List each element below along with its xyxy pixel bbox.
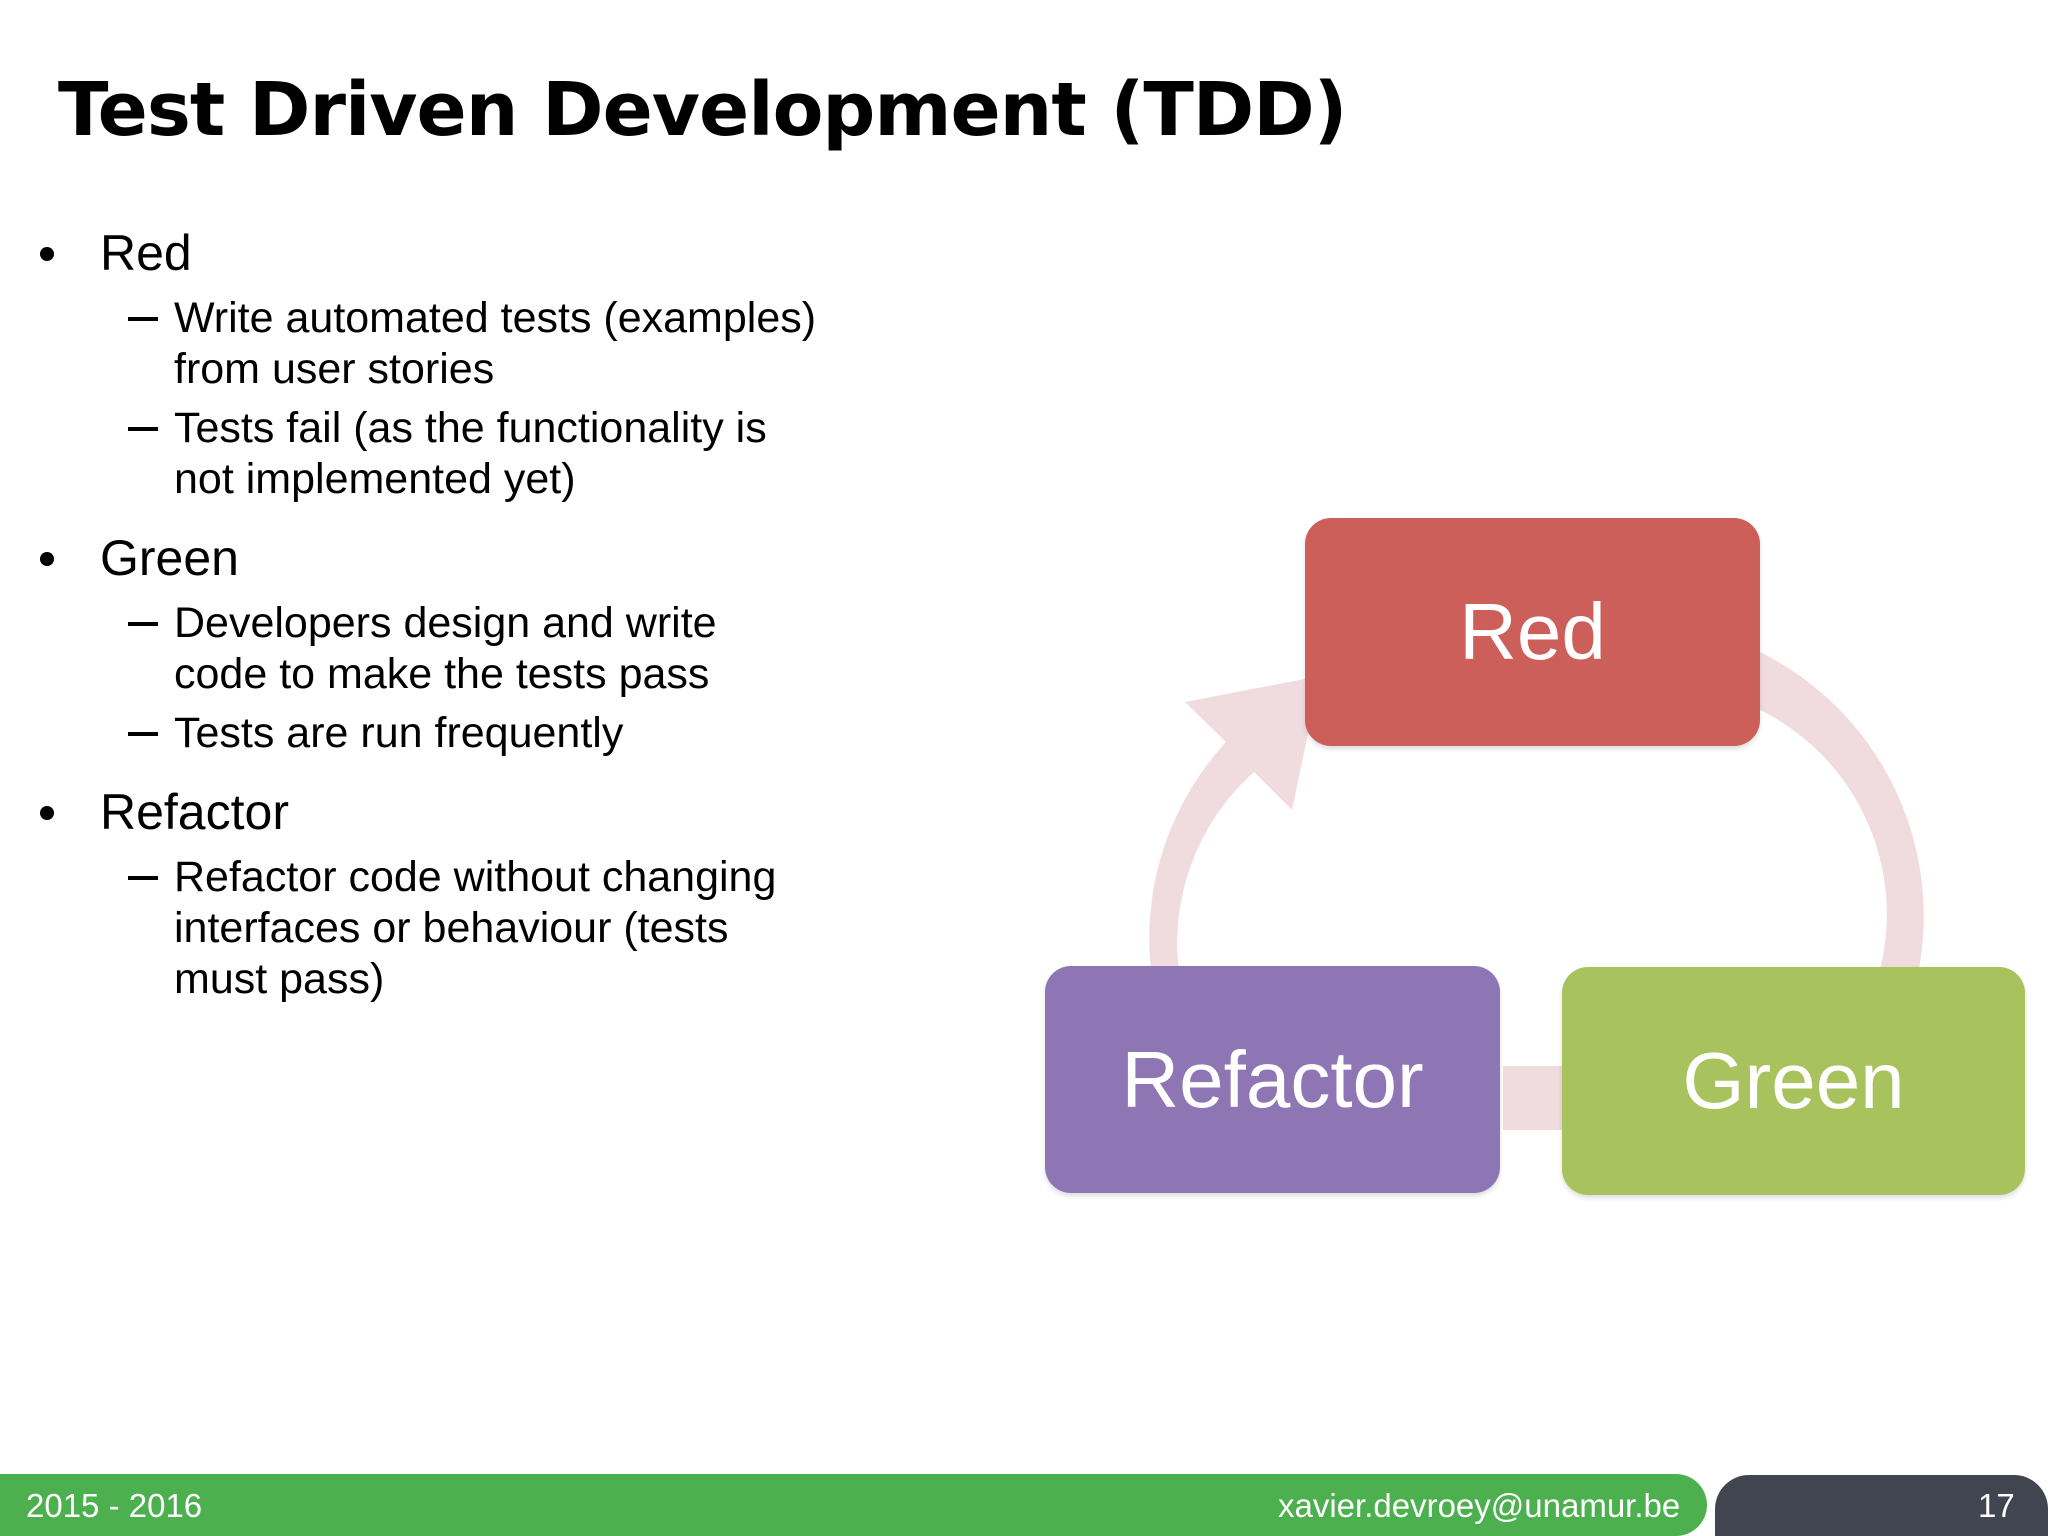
cycle-node-label: Green [1682, 1036, 1905, 1125]
sub-bullet: Developers design and write code to make… [28, 598, 818, 700]
cycle-node-label: Red [1459, 587, 1606, 676]
tdd-cycle-diagram: Red Green Refactor [1000, 480, 2048, 1240]
bullet-label: Red [100, 225, 192, 281]
footer-year: 2015 - 2016 [26, 1487, 203, 1524]
dash-icon [128, 621, 158, 626]
cycle-node-refactor[interactable]: Refactor [1045, 966, 1500, 1193]
sub-bullet: Tests are run frequently [28, 708, 818, 759]
sub-bullet: Write automated tests (examples) from us… [28, 293, 818, 395]
sub-bullet-text: Tests fail (as the functionality is not … [174, 403, 767, 503]
cycle-node-label: Refactor [1121, 1034, 1424, 1124]
bullet-green: Green [28, 527, 818, 590]
spacer [28, 759, 818, 781]
page-number-box [1715, 1475, 2048, 1536]
dash-icon [128, 427, 158, 432]
sub-bullet-text: Tests are run frequently [174, 708, 624, 757]
sub-bullet: Tests fail (as the functionality is not … [28, 403, 818, 505]
arrow-green-to-refactor-icon [1503, 1066, 1565, 1130]
footer-email: xavier.devroey@unamur.be [1278, 1487, 1681, 1524]
sub-bullet-text: Refactor code without changing interface… [174, 852, 777, 1003]
sub-bullet: Refactor code without changing interface… [28, 852, 818, 1005]
page-number: 17 [1978, 1487, 2015, 1524]
cycle-node-red[interactable]: Red [1305, 518, 1760, 746]
dash-icon [128, 875, 158, 880]
sub-bullet-text: Write automated tests (examples) from us… [174, 293, 817, 393]
bullet-dot-icon [40, 552, 54, 567]
dash-icon [128, 316, 158, 321]
bullet-list: Red Write automated tests (examples) fro… [28, 222, 818, 1005]
bullet-label: Refactor [100, 784, 289, 841]
page-title: Test Driven Development (TDD) [58, 67, 1347, 153]
bullet-dot-icon [40, 247, 54, 261]
spacer [28, 505, 818, 527]
sub-bullet-text: Developers design and write code to make… [174, 598, 717, 698]
bullet-red: Red [28, 222, 818, 285]
cycle-node-green[interactable]: Green [1562, 967, 2025, 1195]
bullet-refactor: Refactor [28, 781, 818, 844]
bullet-label: Green [100, 530, 239, 587]
bullet-dot-icon [40, 806, 54, 821]
footer-bar [0, 1474, 1707, 1536]
dash-icon [128, 732, 158, 737]
